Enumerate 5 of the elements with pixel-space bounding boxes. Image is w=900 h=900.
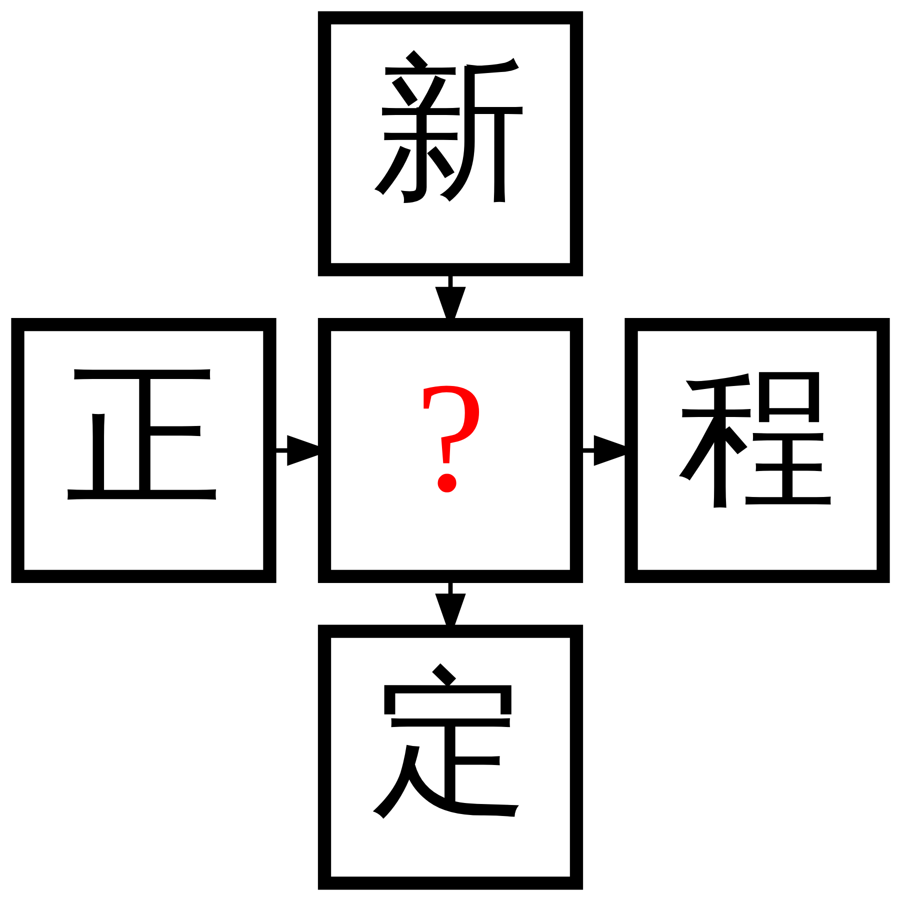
node-box: 新 xyxy=(317,10,583,276)
node-box: 定 xyxy=(317,624,583,890)
node-box: ? xyxy=(317,317,583,583)
node-box: 正 xyxy=(10,317,276,583)
node-box: 程 xyxy=(624,317,890,583)
